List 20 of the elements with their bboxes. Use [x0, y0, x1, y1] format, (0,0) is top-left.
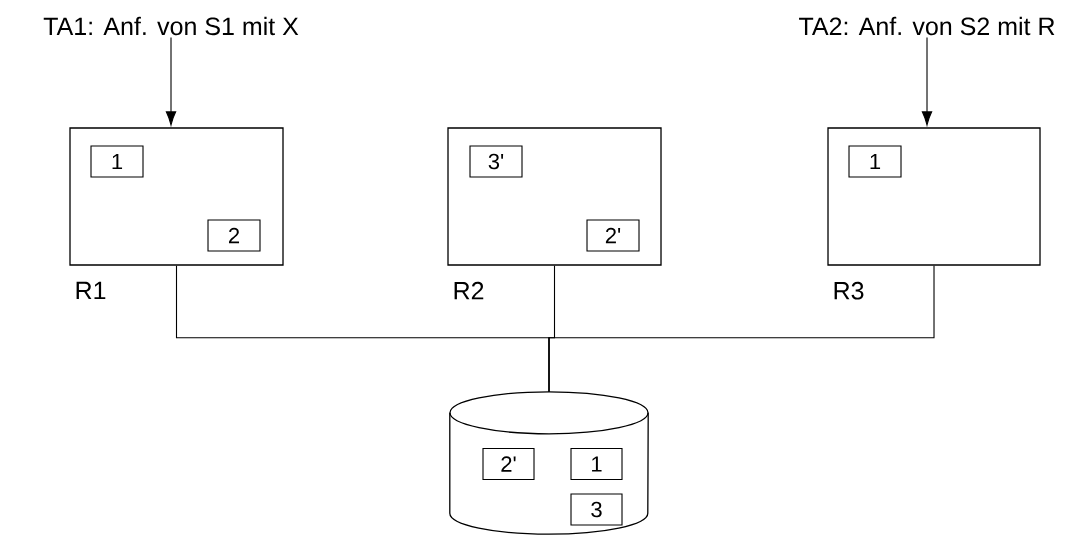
arrow — [165, 36, 177, 126]
box-label: R2 — [454, 281, 484, 300]
number-box: 3' — [469, 145, 523, 178]
number-box: 2' — [586, 219, 640, 252]
process-box — [69, 127, 284, 266]
number-box: 3 — [570, 493, 623, 526]
number-box: 1 — [570, 447, 623, 481]
number-box: 2' — [482, 447, 535, 481]
arrow — [921, 36, 933, 126]
number-box: 1 — [848, 145, 902, 178]
connector-line — [548, 265, 935, 393]
request-label: TA1: Anf. von S1 mit X — [43, 16, 299, 36]
database-cylinder — [449, 391, 649, 535]
number-box: 2 — [207, 219, 261, 252]
process-box — [447, 127, 662, 266]
box-label: R3 — [834, 281, 864, 300]
number-box: 1 — [90, 145, 144, 178]
box-label: R1 — [76, 281, 106, 300]
process-box — [827, 127, 1041, 266]
request-label: TA2: Anf. von S2 mit R — [799, 16, 1055, 36]
